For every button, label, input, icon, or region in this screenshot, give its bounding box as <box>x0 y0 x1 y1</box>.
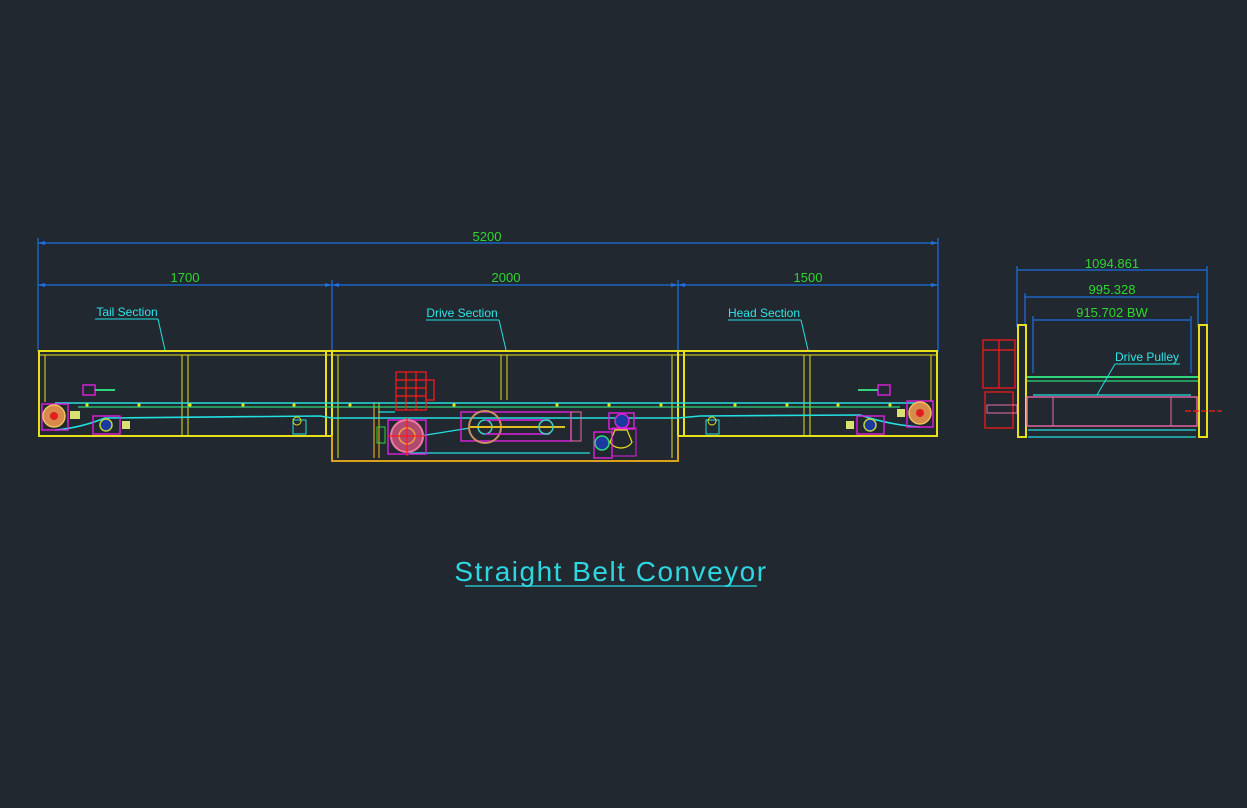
head-pulley <box>705 384 934 435</box>
overall-length-dim: 5200 <box>473 229 502 244</box>
head-section-label: Head Section <box>728 306 800 320</box>
end-view-dimensions: 1094.861 995.328 915.702 BW <box>1016 256 1208 373</box>
head-section-dim: 1500 <box>794 270 823 285</box>
motor-icon <box>395 371 427 411</box>
side-view-dimensions: 5200 1700 2000 1500 <box>37 229 939 352</box>
drive-section-dim: 2000 <box>492 270 521 285</box>
end-view-belt-width: 915.702 BW <box>1076 305 1148 320</box>
conveyor-belt <box>54 402 921 454</box>
end-view-frame-width: 995.328 <box>1089 282 1136 297</box>
end-view: Drive Pulley <box>982 324 1222 438</box>
section-labels: Tail Section Drive Section Head Section <box>95 305 809 351</box>
tail-section-dim: 1700 <box>171 270 200 285</box>
drawing-title: Straight Belt Conveyor <box>454 556 767 587</box>
end-view-overall-width: 1094.861 <box>1085 256 1139 271</box>
tail-section-label: Tail Section <box>96 305 157 319</box>
drive-unit <box>376 371 637 459</box>
idler-markers <box>85 403 892 407</box>
drive-pulley-label: Drive Pulley <box>1115 350 1179 364</box>
side-view-frame <box>38 350 938 462</box>
drive-section-label: Drive Section <box>426 306 497 320</box>
tail-pulley <box>41 384 307 435</box>
